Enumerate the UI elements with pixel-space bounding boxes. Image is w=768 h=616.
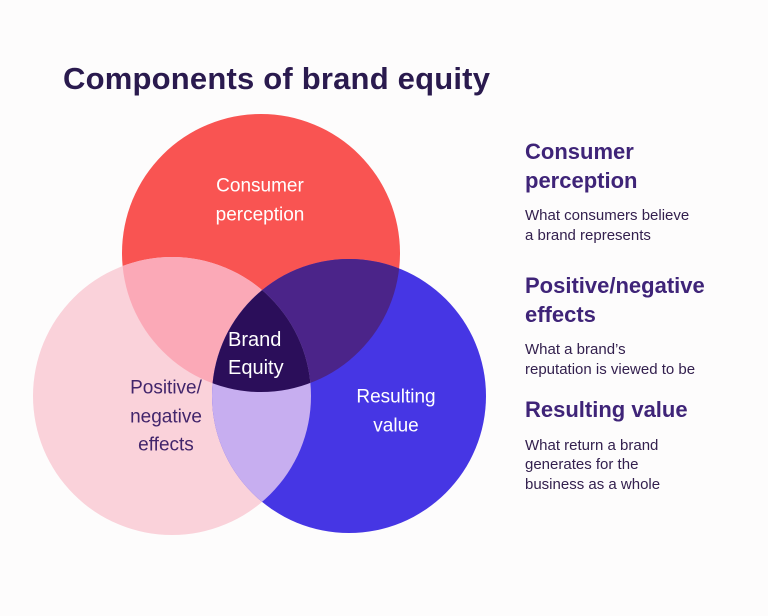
legend-section-positive-negative-effects: Positive/negative effects What a brand’s… xyxy=(525,272,760,379)
circle-label-consumer-perception: Consumer perception xyxy=(215,175,305,226)
circle-label-positive-negative-effects: Positive/ negative effects xyxy=(130,377,202,456)
legend-description: What a brand’s reputation is viewed to b… xyxy=(525,341,696,378)
center-label-brand-equity: Brand Equity xyxy=(228,329,284,380)
legend-heading: Resulting value xyxy=(525,397,688,422)
circle-label-resulting-value: Resulting value xyxy=(356,386,436,437)
legend-heading: Consumer perception xyxy=(525,139,638,193)
legend-description: What consumers believe a brand represent… xyxy=(525,207,690,244)
legend-section-resulting-value: Resulting value What return a brand gene… xyxy=(525,396,760,494)
page-title: Components of brand equity xyxy=(63,60,491,96)
legend-heading: Positive/negative effects xyxy=(525,273,705,327)
legend-section-consumer-perception: Consumer perception What consumers belie… xyxy=(525,138,760,245)
center-intersection xyxy=(212,259,311,392)
legend-description: What return a brand generates for the bu… xyxy=(525,436,661,493)
